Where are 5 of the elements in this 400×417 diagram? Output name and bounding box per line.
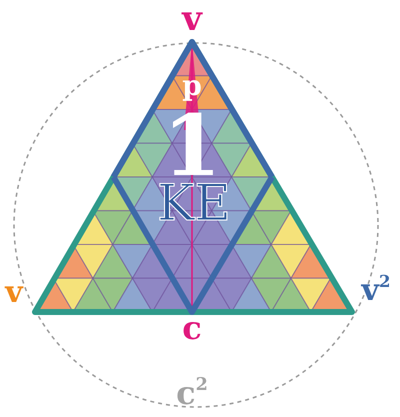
- vertex-label: v$^{2}$: [362, 274, 390, 306]
- vertex-label: v: [182, 2, 202, 36]
- vertex-label: v: [5, 278, 23, 308]
- circle-label: c$^{2}$: [176, 376, 208, 410]
- vertex-label: c: [182, 312, 202, 344]
